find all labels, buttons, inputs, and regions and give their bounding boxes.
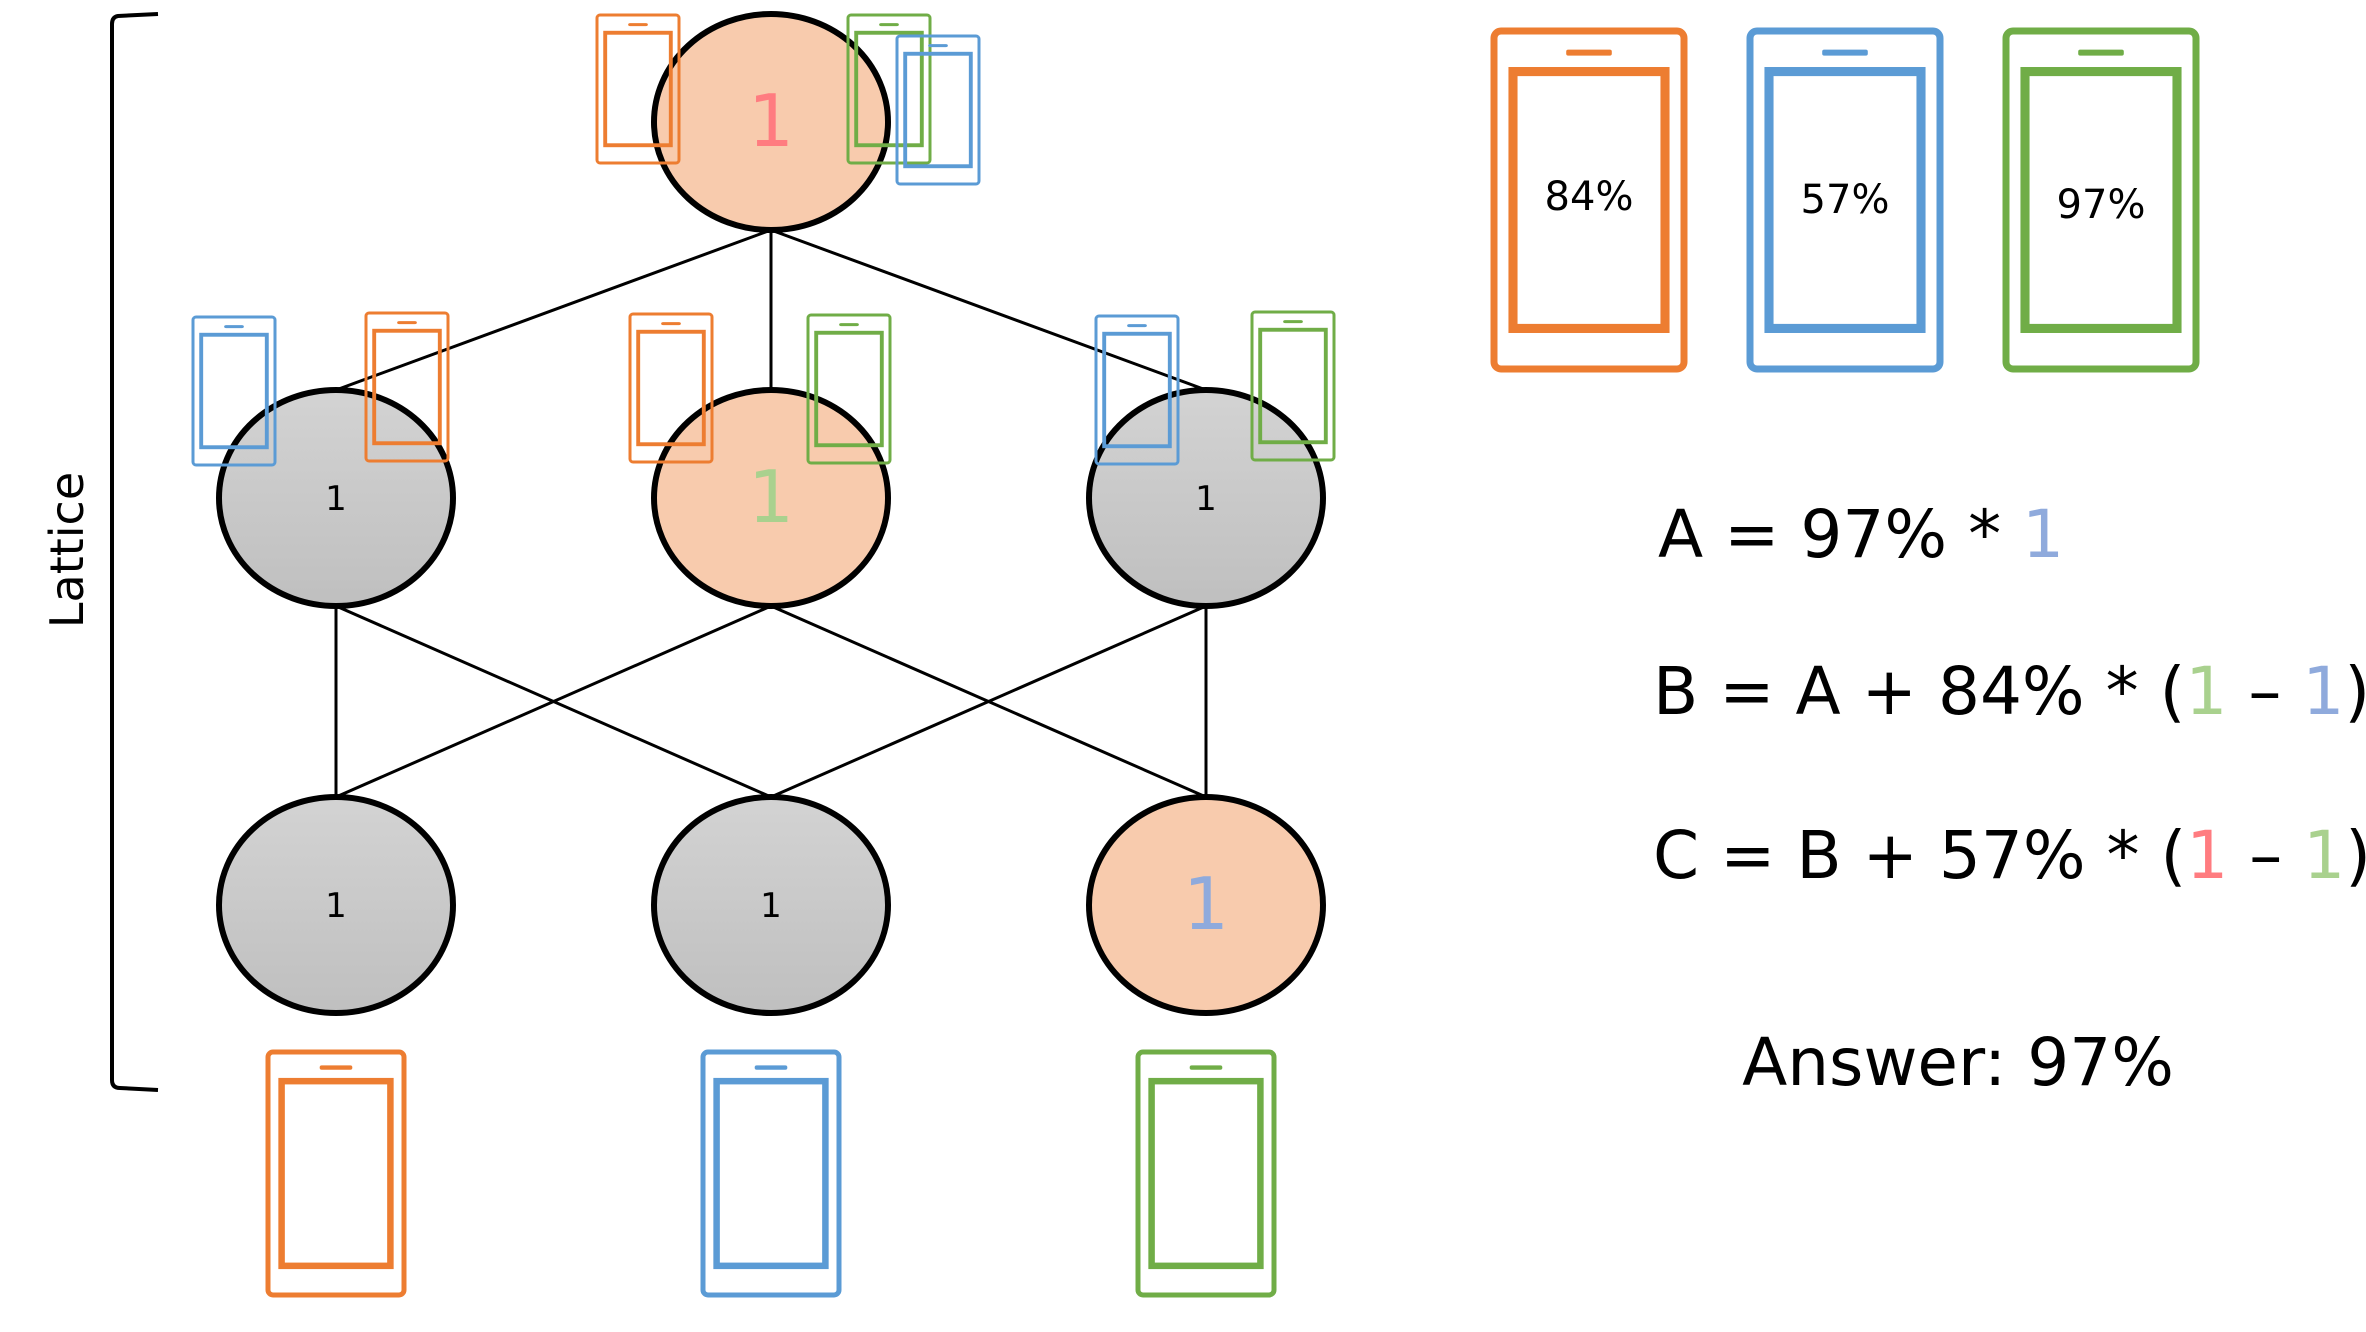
- node-value: 1: [1183, 862, 1229, 946]
- phone-icon-blue: [895, 34, 981, 186]
- lattice-node-bot-center: 1: [651, 794, 891, 1016]
- device-accuracy: 84%: [1545, 174, 1634, 220]
- phone-icon-orange: [628, 312, 714, 464]
- device-legend-blue: 57%: [1746, 27, 1944, 373]
- lattice-node-mid-center: 1: [651, 387, 891, 609]
- lattice-edge: [335, 604, 772, 799]
- node-value: 1: [325, 479, 347, 519]
- lattice-node-bot-right: 1: [1086, 794, 1326, 1016]
- formula-b: B = A + 84% * (1 – 1): [1653, 653, 2366, 730]
- lattice-label: Lattice: [40, 472, 94, 628]
- lattice-node-mid-right: 1: [1086, 387, 1326, 609]
- phone-icon-green: [846, 13, 932, 165]
- device-blue: [700, 1049, 842, 1298]
- node-value: 1: [1195, 479, 1217, 519]
- node-value: 1: [748, 455, 794, 539]
- phone-icon-blue: [1094, 314, 1180, 466]
- bottom-device-row: [265, 1049, 1277, 1298]
- formula-a: A = 97% * 1: [1658, 496, 2064, 573]
- device-legend-orange: 84%: [1490, 27, 1688, 373]
- node-device-icons: [191, 13, 1336, 467]
- node-ellipse: [651, 794, 891, 1016]
- device-accuracy: 57%: [1801, 177, 1890, 223]
- device-accuracy: 97%: [2057, 182, 2146, 228]
- lattice-node-top: 1: [651, 11, 891, 233]
- node-value: 1: [325, 886, 347, 926]
- lattice-edges: [334, 228, 1208, 799]
- phone-icon-green: [806, 313, 892, 465]
- phone-icon-blue: [191, 315, 277, 467]
- formula-c: C = B + 57% * (1 – 1): [1653, 817, 2366, 894]
- lattice-node-mid-left: 1: [216, 387, 456, 609]
- node-value: 1: [748, 79, 794, 163]
- answer-text: Answer: 97%: [1742, 1024, 2174, 1101]
- lattice-node-bot-left: 1: [216, 794, 456, 1016]
- device-legend-green: 97%: [2002, 27, 2200, 373]
- device-orange: [265, 1049, 407, 1298]
- formula-block: A = 97% * 1 B = A + 84% * (1 – 1) C = B + …: [1653, 496, 2366, 894]
- phone-icon-green: [1250, 310, 1336, 462]
- lattice-edge: [335, 228, 772, 392]
- node-value: 1: [760, 886, 782, 926]
- lattice-bracket: Lattice: [40, 12, 159, 1092]
- lattice-edge: [770, 228, 1207, 392]
- node-ellipse: [651, 11, 891, 233]
- lattice-edge: [770, 604, 1207, 799]
- node-ellipse: [1086, 794, 1326, 1016]
- node-ellipse: [216, 794, 456, 1016]
- device-accuracy-legend: 84% 57% 97%: [1490, 27, 2200, 373]
- device-green: [1135, 1049, 1277, 1298]
- lattice-nodes: 1 1 1 1 1 1 1: [216, 11, 1326, 1016]
- phone-icon-orange: [595, 13, 681, 165]
- phone-icon-orange: [364, 311, 450, 463]
